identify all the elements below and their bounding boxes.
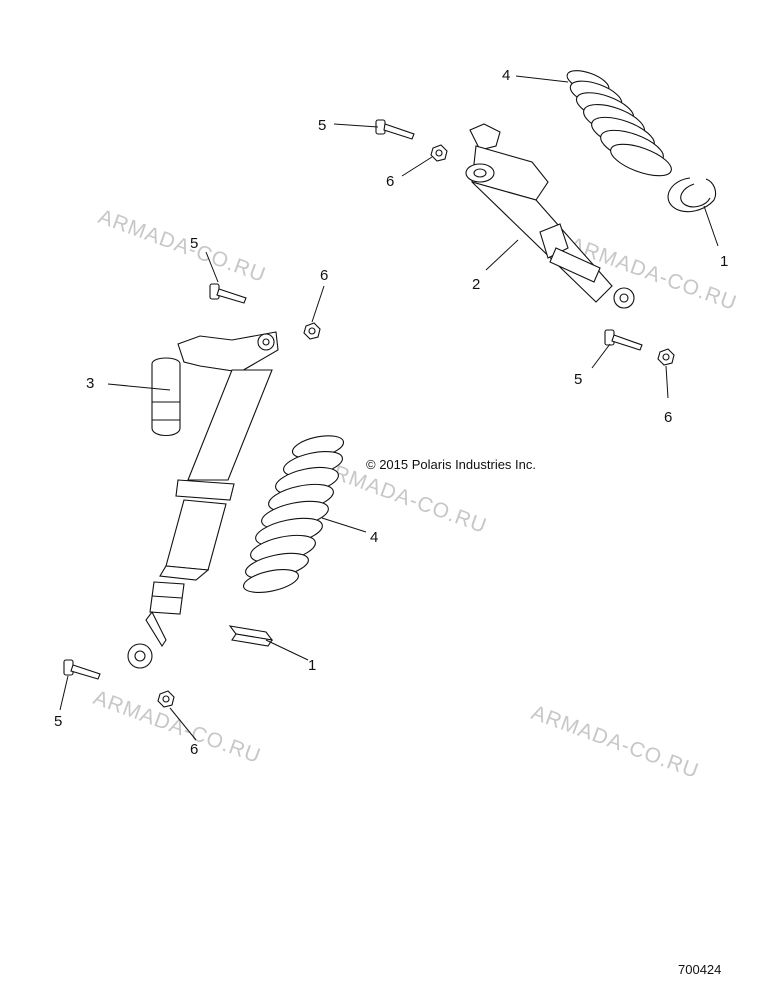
callouts: 4 5 6 1 2 5 6 3 5 6 4 1 5 6 — [54, 67, 728, 758]
callout-nut-left-upper: 6 — [320, 267, 328, 284]
watermark-1: ARMADA-CO.RU — [95, 205, 269, 287]
callout-bolt-left-lower: 5 — [54, 713, 62, 730]
lower-spring — [242, 435, 345, 593]
left-upper-nut — [303, 322, 321, 340]
left-lower-bolt — [63, 659, 101, 680]
copyright-notice: © 2015 Polaris Industries Inc. — [366, 457, 536, 472]
upper-retaining-clip — [667, 177, 717, 213]
callout-spring-lower: 4 — [370, 529, 378, 546]
right-nut — [657, 348, 675, 366]
right-bolt — [604, 329, 643, 351]
watermark-4: ARMADA-CO.RU — [90, 686, 264, 768]
callout-clip-lower: 1 — [308, 657, 316, 674]
callout-shock-upper: 2 — [472, 276, 480, 293]
callout-clip-upper: 1 — [720, 253, 728, 270]
lower-retaining-clip — [228, 625, 274, 647]
callout-nut-right: 6 — [664, 409, 672, 426]
watermark-5: ARMADA-CO.RU — [528, 701, 702, 783]
lower-shock-absorber — [127, 369, 273, 669]
callout-bolt-upper: 5 — [318, 117, 326, 134]
reservoir-canister — [151, 331, 279, 437]
upper-nut — [430, 144, 448, 162]
diagram-number: 700424 — [678, 962, 721, 977]
callout-bolt-right: 5 — [574, 371, 582, 388]
upper-shock-absorber — [465, 123, 635, 309]
callout-reservoir: 3 — [86, 375, 94, 392]
callout-spring-upper: 4 — [502, 67, 510, 84]
upper-spring — [566, 70, 672, 177]
callout-nut-upper: 6 — [386, 173, 394, 190]
callout-nut-left-lower: 6 — [190, 741, 198, 758]
callout-bolt-left-upper: 5 — [190, 235, 198, 252]
upper-bolt — [375, 119, 415, 140]
leader-lines — [59, 75, 719, 741]
left-upper-bolt — [209, 283, 247, 304]
left-lower-nut — [157, 690, 175, 708]
